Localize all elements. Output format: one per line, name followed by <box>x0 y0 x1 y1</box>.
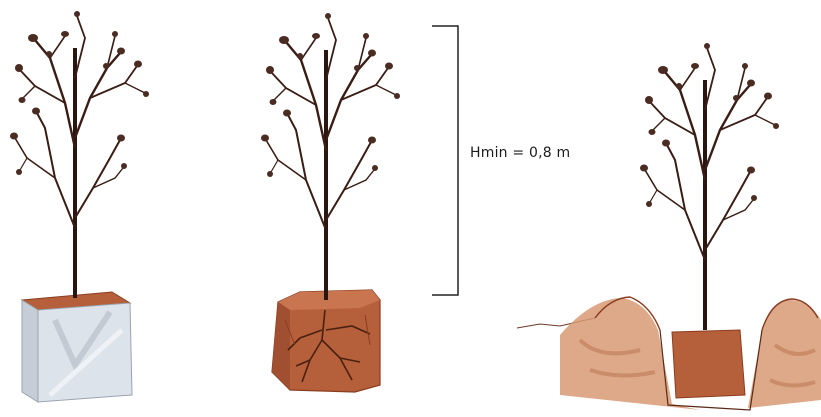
height-bracket <box>432 26 458 295</box>
rootball-tree <box>261 13 400 392</box>
tree-1 <box>10 11 149 298</box>
tree-2 <box>261 13 400 300</box>
tree-3 <box>640 43 779 330</box>
planted-tree <box>517 43 821 410</box>
min-height-label: Hmin = 0,8 m <box>470 145 570 161</box>
root-ball <box>272 290 380 392</box>
ground <box>517 297 821 410</box>
container-tree <box>10 11 149 402</box>
pot <box>22 292 132 402</box>
